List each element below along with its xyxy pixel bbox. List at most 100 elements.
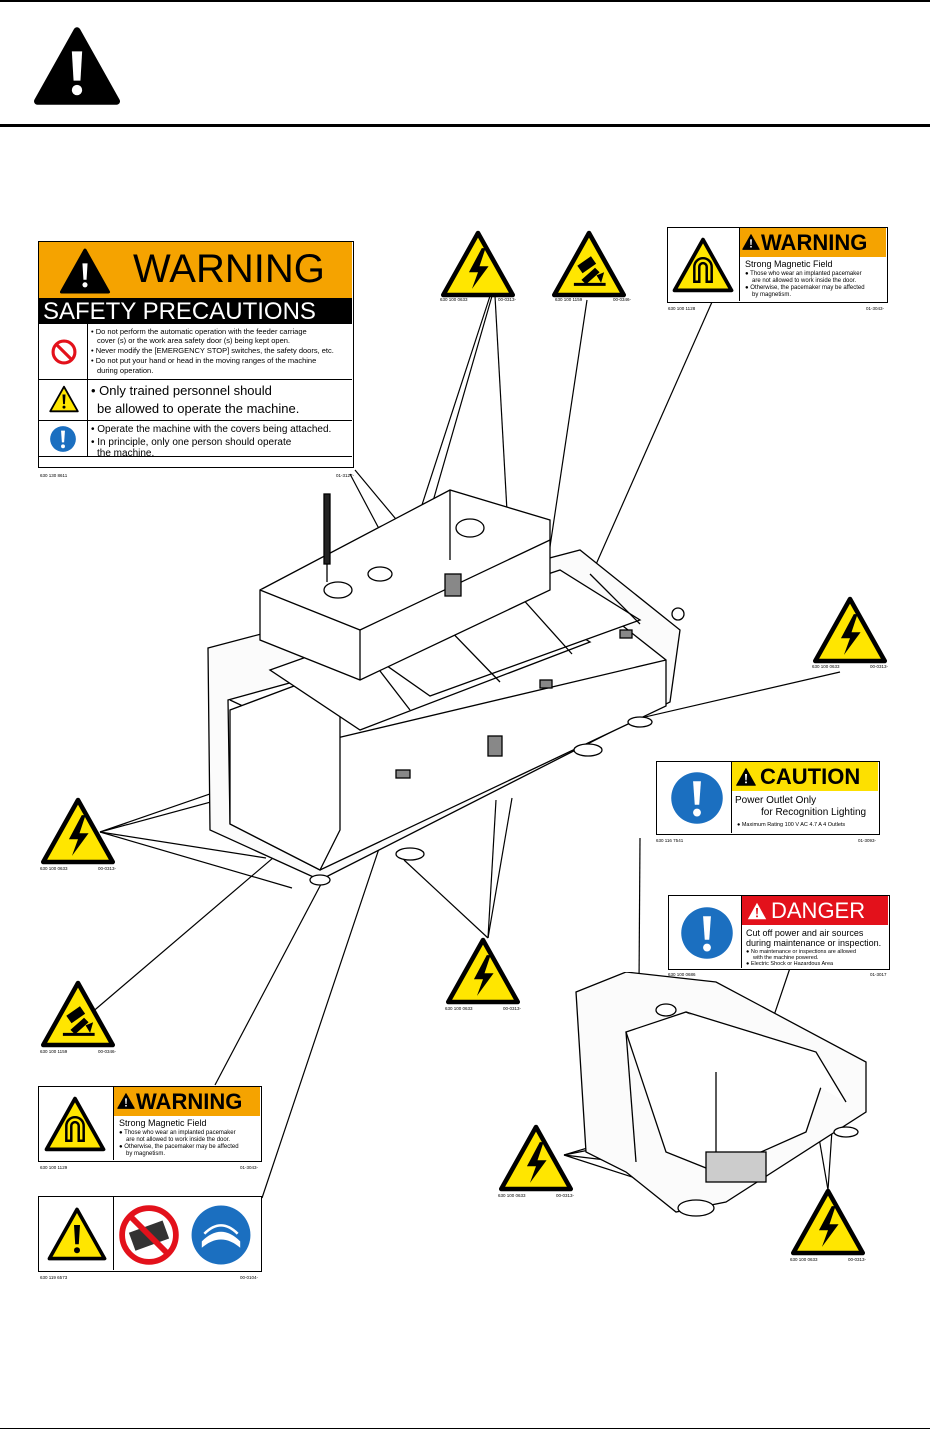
warning-glyph-icon	[59, 248, 111, 294]
machine-illustration	[207, 489, 685, 886]
crush-code-right: 00-0346-	[98, 1049, 117, 1054]
no-touch-nozzle-icon	[119, 1205, 179, 1265]
danger-bullet-3: ● Electric Shock or Hazardous Area	[746, 961, 834, 967]
row-divider	[39, 379, 352, 380]
caution-line-2: for Recognition Lighting	[761, 807, 867, 818]
nozzle-warning-label	[38, 1196, 262, 1272]
magnet-bottom-line-1: ● Those who wear an implanted pacemaker	[119, 1130, 236, 1136]
warning-glyph-icon	[747, 902, 767, 920]
electric-code-right: 00-0313-	[870, 664, 889, 669]
col-divider	[87, 324, 88, 456]
mandatory-line-2: • In principle, only one person should o…	[91, 437, 292, 448]
danger-label: DANGER Cut off power and air sources dur…	[668, 895, 890, 970]
crush-code-right: 00-0346-	[613, 297, 632, 302]
danger-bullet-1: ● No maintenance or inspections are allo…	[746, 949, 857, 955]
trained-line-2: be allowed to operate the machine.	[97, 401, 300, 416]
mandatory-icon	[679, 905, 735, 961]
electric-shock-icon	[812, 596, 888, 664]
warning-glyph-icon	[742, 234, 760, 250]
magnet-icon	[672, 236, 734, 294]
electric-code: 630 100 0633	[440, 297, 468, 302]
danger-code-left: 630 100 0686	[668, 972, 696, 977]
mandatory-line-3: the machine.	[97, 448, 155, 459]
safety-code-left: 630 130 8611	[40, 473, 68, 478]
magnet-bottom-code-right: 01-3043-	[240, 1165, 259, 1170]
electric-code: 630 100 0633	[40, 866, 68, 871]
danger-line-2: during maintenance or inspection.	[746, 938, 882, 948]
hand-crush-icon	[551, 230, 627, 298]
safety-warning-title: WARNING	[133, 247, 325, 291]
electric-code: 630 100 0633	[445, 1006, 473, 1011]
safety-subtitle: SAFETY PRECAUTIONS	[43, 298, 316, 325]
caution-rating: ● Maximum Rating 100 V AC 4.7 A 4 Outlet…	[737, 822, 846, 828]
electric-code: 630 100 0633	[790, 1257, 818, 1262]
footer-rule	[0, 1428, 930, 1429]
magnet-bottom-line-4: by magnetism.	[126, 1151, 166, 1157]
caution-triangle-icon	[49, 385, 79, 413]
cover-nozzle-icon	[191, 1205, 251, 1265]
electric-code-right: 00-0313-	[98, 866, 117, 871]
mandatory-line-1: • Operate the machine with the covers be…	[91, 424, 332, 435]
electric-code: 630 100 0633	[812, 664, 840, 669]
magnet-top-heading: Strong Magnetic Field	[745, 259, 833, 269]
danger-code-right: 01-3017	[870, 972, 887, 977]
electric-code-right: 00-0313-	[848, 1257, 867, 1262]
caution-code-right: 01-3093-	[858, 838, 877, 843]
electric-shock-icon	[445, 937, 521, 1005]
nozzle-divider	[113, 1197, 114, 1270]
danger-line-1: Cut off power and air sources	[746, 928, 864, 938]
mandatory-icon	[669, 770, 725, 826]
danger-bullet-2: with the machine powered.	[753, 955, 819, 961]
magnet-top-title: WARNING	[761, 230, 868, 255]
caution-divider	[731, 762, 732, 833]
warning-header-icon	[34, 27, 120, 105]
magnet-top-line-4: by magnetism.	[752, 292, 792, 298]
electric-code-right: 00-0313-	[556, 1193, 575, 1198]
caution-code-left: 630 116 7541	[656, 838, 684, 843]
magnet-bottom-line-3: ● Otherwise, the pacemaker may be affect…	[119, 1144, 239, 1150]
machine-illustration-rear	[575, 972, 867, 1217]
safety-code-right: 01-3127-	[336, 473, 355, 478]
danger-band	[742, 896, 888, 925]
nozzle-code-left: 630 119 6573	[40, 1275, 68, 1280]
mandatory-icon	[49, 425, 77, 453]
magnet-top-line-2: are not allowed to work inside the door.	[752, 278, 857, 284]
magnet-warning-band	[740, 228, 886, 257]
magnet-divider	[739, 228, 740, 301]
magnet-bottom-title: WARNING	[136, 1089, 243, 1114]
caution-title: CAUTION	[760, 764, 861, 789]
magnet-bottom-heading: Strong Magnetic Field	[119, 1118, 207, 1128]
crush-code: 630 100 1159	[40, 1049, 68, 1054]
magnet-icon	[44, 1096, 106, 1152]
magnetic-warning-label-top: WARNING Strong Magnetic Field ● Those wh…	[667, 227, 888, 303]
prohibit-line-2: cover (s) or the work area safety door (…	[97, 336, 291, 345]
danger-divider	[741, 896, 742, 968]
nozzle-code-right: 00-0104-	[240, 1275, 259, 1280]
electric-shock-icon	[40, 797, 116, 865]
warning-glyph-icon	[736, 768, 756, 786]
safety-subtitle-band	[39, 298, 352, 324]
magnet-top-line-1: ● Those who wear an implanted pacemaker	[745, 271, 862, 277]
electric-shock-icon	[790, 1188, 866, 1256]
caution-triangle-icon	[47, 1207, 107, 1261]
magnet-top-code-left: 630 100 1128	[668, 306, 696, 311]
row-divider	[39, 420, 352, 421]
caution-line-1: Power Outlet Only	[735, 795, 817, 806]
magnet-top-code-right: 01-3043-	[866, 306, 885, 311]
trained-line-1: • Only trained personnel should	[91, 383, 272, 398]
electric-shock-icon	[498, 1124, 574, 1192]
magnetic-warning-label-bottom: WARNING Strong Magnetic Field ● Those wh…	[38, 1086, 262, 1162]
header-top-rule	[0, 0, 930, 2]
electric-code-right: 00-0313-	[503, 1006, 522, 1011]
magnet-warning-band	[114, 1087, 260, 1116]
prohibit-line-5: during operation.	[97, 366, 154, 375]
electric-code-right: 00-0313-	[498, 297, 517, 302]
magnet-divider	[113, 1087, 114, 1160]
magnet-bottom-code-left: 630 100 1129	[40, 1165, 68, 1170]
header-bottom-rule	[0, 124, 930, 127]
caution-label: CAUTION Power Outlet Only for Recognitio…	[656, 761, 880, 835]
crush-code: 630 100 1159	[555, 297, 583, 302]
code-divider	[39, 456, 352, 457]
danger-title: DANGER	[771, 898, 866, 923]
hand-crush-icon	[40, 980, 116, 1048]
